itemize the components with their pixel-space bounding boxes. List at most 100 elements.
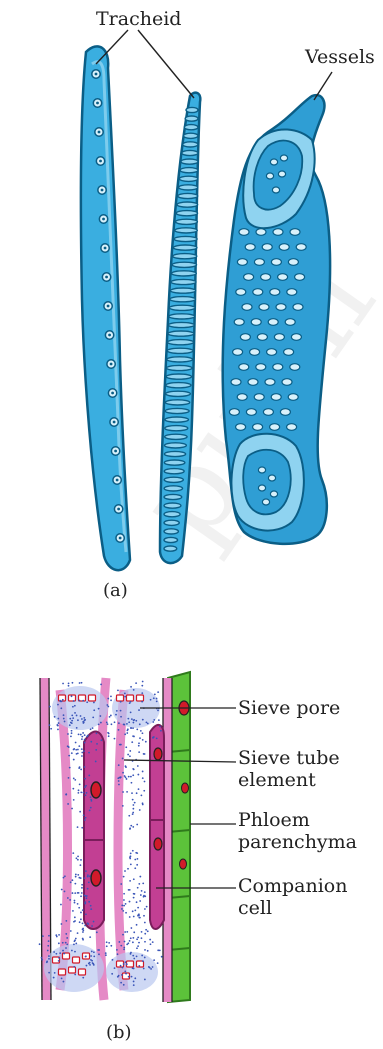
vessel-pit <box>284 349 294 356</box>
scalariform-pit <box>181 159 198 164</box>
vessel-pit <box>271 259 281 266</box>
scalariform-pit <box>165 400 189 405</box>
sieve-pore <box>79 969 86 975</box>
vessel-pit <box>258 485 265 491</box>
vessel-pit <box>290 229 300 236</box>
scalariform-pit <box>170 297 196 302</box>
vessel-pit <box>233 349 243 356</box>
vessel-pit <box>295 274 305 281</box>
vessel-pit <box>285 319 295 326</box>
scalariform-pit <box>172 271 197 276</box>
scalariform-pit <box>164 503 181 508</box>
scalariform-pit <box>166 365 192 370</box>
vessel-pit <box>266 173 273 179</box>
vessel-pit <box>273 364 283 371</box>
scalariform-pit <box>168 340 194 345</box>
scalariform-pit <box>166 383 191 388</box>
scalariform-pit <box>174 236 197 241</box>
label-sieve-tube-element: Sieve tube element <box>238 747 340 791</box>
scalariform-pit <box>183 133 198 138</box>
vessel-pit <box>231 379 241 386</box>
vessel-pit <box>265 379 275 386</box>
vessel-pit <box>254 259 264 266</box>
vessel-pit <box>268 475 275 481</box>
vessel-pit <box>287 424 297 431</box>
scalariform-pit <box>180 168 198 173</box>
scalariform-pit <box>179 185 198 190</box>
vessel-pit <box>293 304 303 311</box>
scalariform-pit <box>164 529 178 534</box>
vessel-pit <box>262 499 269 505</box>
vessel-pit <box>229 409 239 416</box>
scalariform-pit <box>164 451 185 456</box>
vessel-pit <box>257 334 267 341</box>
scalariform-pit <box>185 116 198 121</box>
vessel-pit <box>280 409 290 416</box>
xylem-diagram: publi <box>0 0 383 620</box>
vessel-pit <box>276 304 286 311</box>
vessel-pit <box>272 187 279 193</box>
scalariform-pit <box>166 374 191 379</box>
vessel-element <box>223 95 330 544</box>
scalariform-pit <box>165 417 188 422</box>
scalariform-pit <box>164 494 182 499</box>
tracheid-leader-2 <box>138 30 194 98</box>
scalariform-pit <box>184 125 198 130</box>
vessel-pit <box>268 319 278 326</box>
vessel-pit <box>280 155 287 161</box>
vessels-leader <box>314 72 332 100</box>
vessel-pit <box>278 171 285 177</box>
vessel-pit <box>288 394 298 401</box>
scalariform-pit <box>179 176 198 181</box>
scalariform-pit <box>165 443 187 448</box>
scalariform-pit <box>164 520 179 525</box>
scalariform-pit <box>169 305 195 310</box>
vessel-pit <box>267 349 277 356</box>
scalariform-pit <box>176 211 197 216</box>
label-sieve-pore: Sieve pore <box>238 697 340 719</box>
scalariform-pit <box>164 537 178 542</box>
scalariform-pit <box>183 142 198 147</box>
vessel-pit <box>234 319 244 326</box>
vessel-pit <box>270 159 277 165</box>
label-vessels: Vessels <box>305 46 375 68</box>
sieve-pore <box>117 695 124 701</box>
vessel-pit <box>240 334 250 341</box>
vessel-pit <box>239 229 249 236</box>
vessel-pit <box>270 424 280 431</box>
scalariform-pit <box>167 348 193 353</box>
vessel-pit <box>253 424 263 431</box>
vessel-pit <box>236 289 246 296</box>
sieve-pore <box>73 957 80 963</box>
sieve-pore <box>59 969 66 975</box>
scalariform-pit <box>186 107 198 112</box>
scalariform-pit <box>164 486 182 491</box>
sieve-pore <box>127 695 134 701</box>
vessel-pit <box>279 244 289 251</box>
sieve-pore <box>69 967 76 973</box>
scalariform-pit <box>164 477 183 482</box>
vessel-pit <box>237 394 247 401</box>
vessel-pit <box>274 334 284 341</box>
label-phloem-parenchyma: Phloem parenchyma <box>238 809 357 853</box>
vessel-pit <box>271 394 281 401</box>
vessel-pit <box>262 244 272 251</box>
panel-b-phloem: Sieve pore Sieve tube element Phloem par… <box>0 620 383 1049</box>
vessel-pit <box>278 274 288 281</box>
vessel-pit <box>259 304 269 311</box>
scalariform-pit <box>173 245 197 250</box>
scalariform-pit <box>168 322 194 327</box>
vessel-pit <box>256 364 266 371</box>
label-tracheid: Tracheid <box>96 8 181 30</box>
scalariform-pit <box>170 288 195 293</box>
scalariform-pit <box>164 469 184 474</box>
vessel-pit <box>288 259 298 266</box>
tracheid-1 <box>81 46 130 570</box>
vessel-pit <box>270 289 280 296</box>
scalariform-pit <box>165 408 189 413</box>
scalariform-pit <box>176 219 198 224</box>
vessel-pit <box>290 364 300 371</box>
scalariform-pit <box>167 357 193 362</box>
caption-a: (a) <box>103 580 128 601</box>
scalariform-pit <box>177 202 198 207</box>
